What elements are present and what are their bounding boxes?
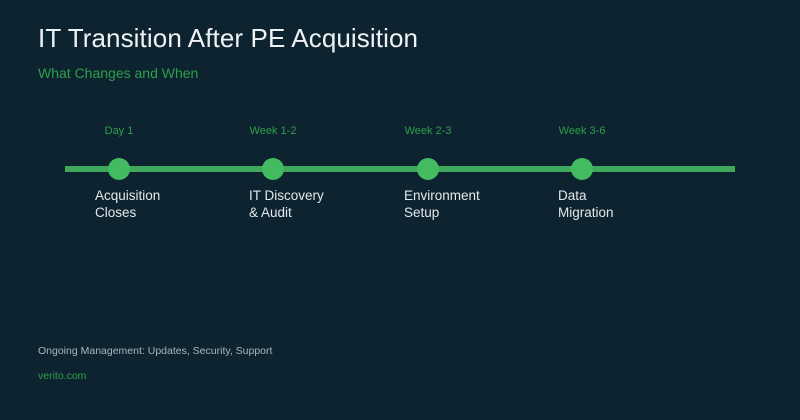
milestone-title: Acquisition Closes — [95, 187, 245, 221]
milestone-title-line-1: Acquisition — [95, 188, 161, 203]
milestone-time-label: Week 3-6 — [558, 125, 606, 137]
milestone-title: Data Migration — [558, 187, 708, 221]
milestone-title-line-1: Environment — [404, 188, 480, 203]
milestone-dot-icon — [571, 158, 593, 180]
page-title: IT Transition After PE Acquisition — [38, 23, 419, 53]
milestone-dot-icon — [417, 158, 439, 180]
slide-footer: Ongoing Management: Updates, Security, S… — [38, 344, 272, 383]
milestone-title-line-1: IT Discovery — [249, 188, 324, 203]
ongoing-management-note: Ongoing Management: Updates, Security, S… — [38, 345, 273, 357]
slide-header: IT Transition After PE Acquisition What … — [38, 22, 418, 82]
milestone-title-line-1: Data — [558, 188, 587, 203]
brand-link[interactable]: verito.com — [38, 370, 87, 382]
page-subtitle: What Changes and When — [38, 65, 199, 81]
milestone-dot-icon — [108, 158, 130, 180]
milestone-title: IT Discovery & Audit — [249, 187, 399, 221]
milestone-title-line-2: Migration — [558, 205, 614, 220]
milestone-time-label: Week 2-3 — [404, 125, 452, 137]
milestone-title-line-2: & Audit — [249, 205, 292, 220]
milestone-time-label: Week 1-2 — [249, 125, 297, 137]
milestone-dot-icon — [262, 158, 284, 180]
milestone-title: Environment Setup — [404, 187, 554, 221]
milestone-time-label: Day 1 — [104, 125, 134, 137]
milestone-title-line-2: Closes — [95, 205, 137, 220]
milestone-title-line-2: Setup — [404, 205, 440, 220]
timeline-axis-line — [65, 166, 735, 172]
